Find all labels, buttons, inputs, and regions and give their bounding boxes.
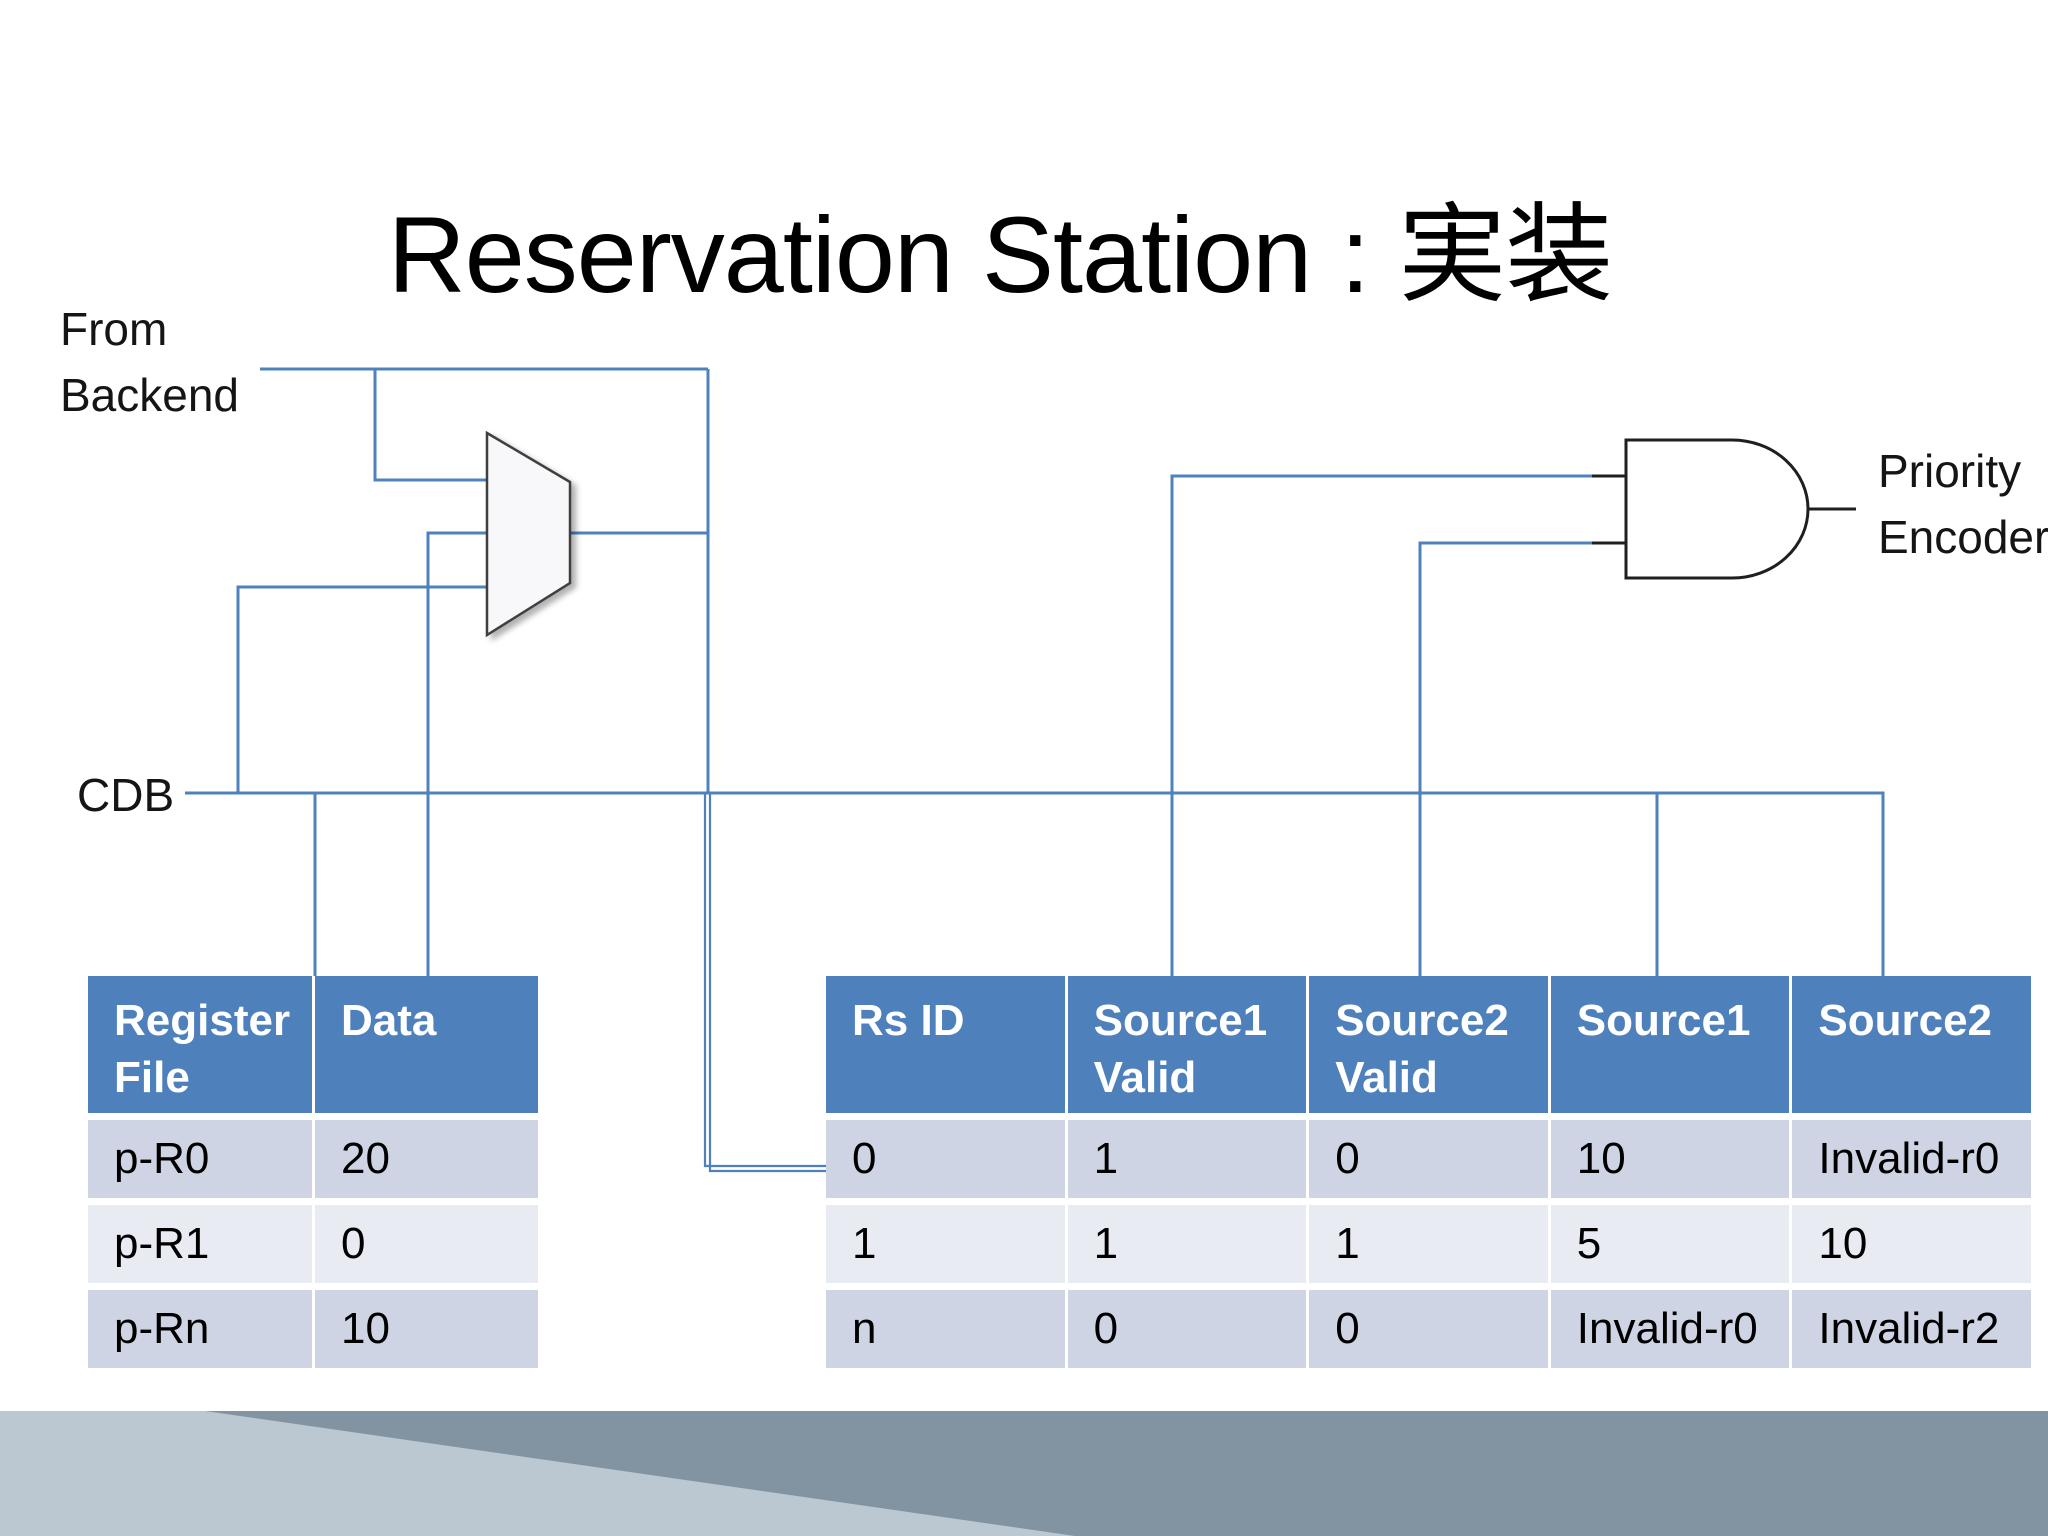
body-cell-r0-c3: 10 — [1550, 1120, 1790, 1198]
body-cell-r0-c0: 0 — [826, 1120, 1065, 1198]
connector-cdb-to-mux — [236, 585, 487, 793]
body-cell-r1-c1: 1 — [1067, 1205, 1307, 1283]
header-cell-3: Source1 — [1550, 976, 1790, 1113]
body-cell-r0-c0: p-R0 — [88, 1120, 312, 1198]
body-cell-r2-c0: n — [826, 1290, 1065, 1368]
body-cell-r0-c4: Invalid-r0 — [1792, 1120, 2031, 1198]
priority-encoder-line1: Priority — [1878, 445, 2022, 497]
body-cell-r2-c2: 0 — [1309, 1290, 1548, 1368]
from-backend-line1: From — [60, 303, 168, 355]
connector-mux-output-to-rs-row0-a — [703, 793, 826, 1168]
body-cell-r0-c1: 1 — [1067, 1120, 1307, 1198]
body-cell-r1-c0: p-R1 — [88, 1205, 312, 1283]
from-backend-line2: Backend — [60, 369, 240, 421]
priority-encoder-line2: Encoder — [1878, 511, 2048, 563]
body-cell-r1-c2: 1 — [1309, 1205, 1548, 1283]
header-cell-2: Source2 Valid — [1309, 976, 1548, 1113]
connector-source1valid-to-and — [1170, 474, 1592, 976]
body-cell-r1-c4: 10 — [1792, 1205, 2031, 1283]
body-cell-r2-c4: Invalid-r2 — [1792, 1290, 2031, 1368]
header-cell-1: Source1 Valid — [1067, 976, 1307, 1113]
and-gate-icon — [1624, 438, 1810, 580]
from-backend-label: From Backend — [60, 296, 239, 428]
body-cell-r2-c3: Invalid-r0 — [1550, 1290, 1790, 1368]
header-cell-0: Register File — [88, 976, 312, 1113]
connector-cdb-bus — [185, 791, 1885, 976]
connector-mux-input1 — [373, 369, 487, 482]
priority-encoder-label: Priority Encoder — [1878, 438, 2048, 570]
body-cell-r2-c1: 10 — [315, 1290, 538, 1368]
header-cell-1: Data — [315, 976, 538, 1113]
header-cell-0: Rs ID — [826, 976, 1065, 1113]
body-cell-r0-c2: 0 — [1309, 1120, 1548, 1198]
body-cell-r1-c3: 5 — [1550, 1205, 1790, 1283]
slide-title: Reservation Station : 実装 — [387, 194, 1614, 316]
body-cell-r1-c1: 0 — [315, 1205, 538, 1283]
body-cell-r1-c0: 1 — [826, 1205, 1065, 1283]
connector-data-column-to-mux — [426, 531, 487, 976]
connector-mux-output-to-rs-row0-b — [708, 793, 826, 1173]
body-cell-r2-c1: 0 — [1067, 1290, 1307, 1368]
body-cell-r0-c1: 20 — [315, 1120, 538, 1198]
multiplexer-icon — [485, 430, 572, 638]
connector-source2valid-to-and — [1418, 541, 1592, 976]
body-cell-r2-c0: p-Rn — [88, 1290, 312, 1368]
cdb-label: CDB — [77, 769, 175, 821]
header-cell-4: Source2 — [1792, 976, 2031, 1113]
